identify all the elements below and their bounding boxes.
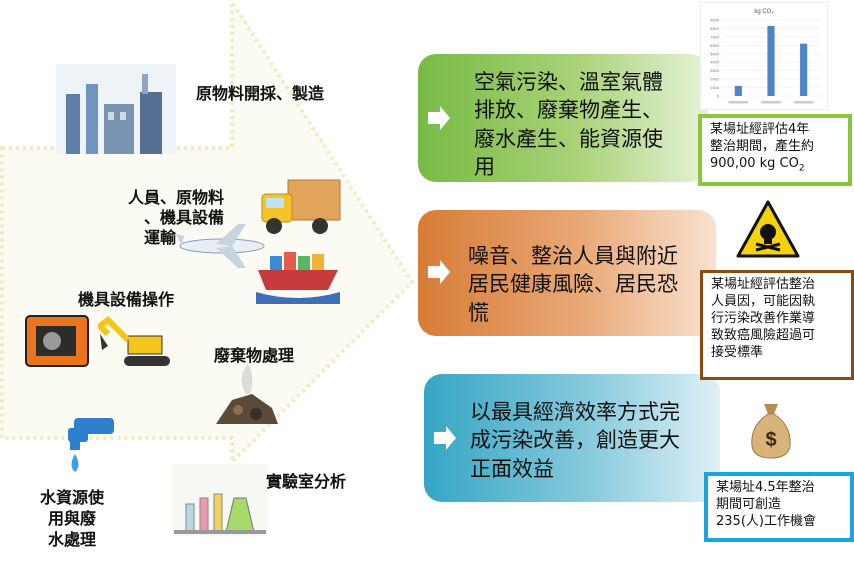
co2-mini-chart: kg CO₂ 9000 8000 7000 6000 5000 4000 3000 2000 1… [700,2,828,110]
chart-title: kg CO₂ [754,9,774,15]
chart-y-tick-label: 6000 [710,43,720,48]
impact-box-environment: 空氣污染、溫室氣體 排放、廢棄物產生、 廢水產生、能資源使 用 [418,54,708,182]
label-equipment: 機具設備操作 [78,290,175,309]
note-line: 期間可創造 [716,496,782,512]
impact-text-line: 慌 [468,300,489,325]
label-waste: 廢棄物處理 [214,346,295,365]
label-lab: 實驗室分析 [266,472,347,491]
chevron-right-icon [428,106,450,130]
note-health-risk: 某場址經評估整治 人員因，可能因執 行污染改善作業導 致致癌風險超過可 接受標準 [700,270,854,380]
svg-text:$: $ [765,429,776,451]
impact-box-economic: 以最具經濟效率方式完 成污染改善，創造更大 正面效益 [424,374,720,502]
airplane-icon [176,224,265,268]
note-line: 235(人)工作機會 [716,513,816,529]
label-water-line-1: 水資源使 [40,488,105,507]
chart-bar [800,43,808,96]
note-line: 行污染改善作業導 [711,310,816,326]
label-transport-line-2: 、機具設備 [144,208,225,227]
chart-y-tick-label: 0 [717,94,720,99]
water-faucet-icon [68,418,114,472]
impact-text-line: 噪音、整治人員與附近 [468,244,678,268]
chart-bar [734,85,742,96]
note-line: 整治期間，產生約 [710,138,815,154]
note-line: 900,00 kg CO2 [710,156,840,175]
impact-text-line: 廢水產生、能資源使 [474,126,663,151]
label-transport: 人員、原物料 、機具設備 運輸 [128,188,224,248]
lab-equipment-icon [172,464,268,536]
note-co2-subscript: 2 [798,163,805,174]
impact-text-line: 用 [474,155,495,180]
chart-x-tick-label [728,101,749,104]
impact-text-line: 成污染改善，創造更大 [470,428,680,453]
label-transport-line-1: 人員、原物料 [128,188,225,207]
label-transport-line-3: 運輸 [144,228,177,247]
chevron-right-icon [434,426,456,450]
chart-y-tick-label: 1000 [710,85,720,90]
note-line: 接受標準 [711,344,764,360]
chart-y-tick-label: 7000 [710,34,720,39]
note-line: 某場址經評估整治 [711,277,816,292]
generator-icon [25,315,89,367]
chart-y-tick-label: 2000 [710,77,720,82]
factory-icon [56,64,176,154]
note-line: 某場址4.5年整治 [716,480,815,495]
note-co2: 某場址經評估4年 整治期間，產生約 900,00 kg CO2 [698,114,852,186]
chevron-right-icon [428,260,450,284]
chart-bar [767,25,775,97]
chart-y-tick-label: 8000 [710,26,720,31]
chart-x-tick-label [761,101,781,104]
label-water-line-2: 用與廢 [48,508,97,528]
note-jobs: 某場址4.5年整治 期間可創造 235(人)工作機會 [704,472,854,542]
chart-x-tick-label [793,101,814,104]
chart-y-tick-label: 5000 [710,51,720,56]
note-line: 人員因，可能因執 [711,293,816,309]
impact-box-social: 噪音、整治人員與附近 居民健康風險、居民恐 慌 [418,210,716,336]
impact-text-line: 排放、廢棄物產生、 [474,98,663,123]
skull-warning-icon [736,200,800,258]
note-line: 某場址經評估4年 [710,122,810,137]
label-water-line-3: 水處理 [48,529,97,549]
truck-icon [261,179,341,234]
chart-y-tick-label: 4000 [710,60,720,65]
impact-text-line: 空氣污染、溫室氣體 [474,70,663,94]
waste-pile-icon [216,364,278,424]
note-line: 致致癌風險超過可 [711,327,816,343]
label-raw-material: 原物料開採、製造 [196,84,325,103]
label-water: 水資源使 用與廢 水處理 [40,488,104,550]
chart-y-tick-label: 9000 [710,18,720,23]
impact-text-line: 居民健康風險、居民恐 [468,272,678,297]
money-bag-icon: $ [751,404,791,459]
chart-y-tick-label: 3000 [710,68,720,73]
impact-text-line: 以最具經濟效率方式完 [470,400,680,424]
cargo-ship-icon [256,252,340,304]
note-co2-value: 900,00 kg CO [710,155,799,171]
excavator-icon [98,316,170,366]
impact-text-line: 正面效益 [470,456,554,481]
